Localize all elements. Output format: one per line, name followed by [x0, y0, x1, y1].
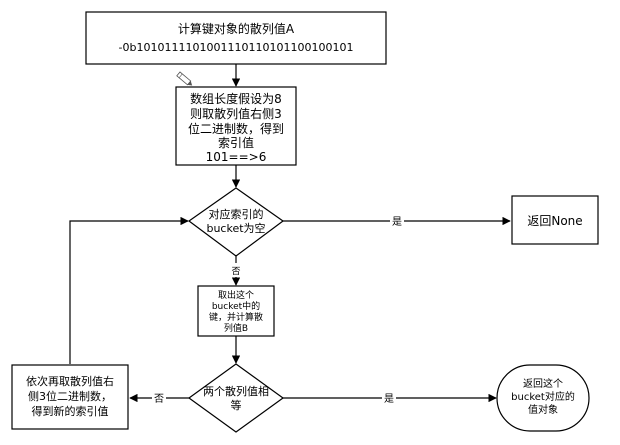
node-compute-hash-line1: 计算键对象的散列值A: [178, 21, 295, 36]
node-compute-hash: [85, 11, 387, 65]
node-get-index-line1: 数组长度假设为8: [190, 91, 282, 106]
node-get-index-line3: 位二进制数，得到: [188, 121, 284, 136]
edge-label-equal-yes: 是: [384, 393, 394, 405]
node-return-none: [511, 195, 599, 245]
node-rehash-line3: 得到新的索引值: [32, 404, 109, 418]
node-rehash-line2: 侧3位二进制数，: [28, 389, 112, 403]
node-get-index: [175, 86, 297, 166]
node-bucket-empty-line2: bucket为空: [206, 221, 265, 235]
node-get-index-line2: 则取散列值右侧3: [190, 106, 282, 121]
node-hash-equal-line1: 两个散列值相: [203, 384, 269, 398]
edge-label-equal-no: 否: [154, 393, 164, 405]
node-fetch-key-line3: 键，并计算散: [209, 311, 263, 323]
node-fetch-key-line2: bucket中的: [212, 300, 260, 312]
node-compute-hash-line2: -0b1010111101001110110101100100101: [119, 41, 354, 54]
node-get-index-line5: 101==>6: [206, 150, 267, 164]
node-fetch-key-line4: 列值B: [224, 322, 248, 334]
pencil-icon: [176, 71, 193, 86]
node-bucket-empty: [187, 187, 285, 257]
node-return-none-line1: 返回None: [527, 214, 582, 228]
node-hash-equal-line2: 等: [231, 398, 242, 412]
node-rehash-line1: 依次再取散列值右: [26, 374, 114, 388]
node-return-value-line1: 返回这个: [523, 377, 563, 390]
node-return-value-line2: bucket对应的: [511, 390, 575, 403]
node-return-value: [496, 364, 590, 432]
node-bucket-empty-line1: 对应索引的: [209, 207, 264, 221]
edge-label-empty-yes: 是: [392, 216, 402, 228]
node-get-index-line4: 索引值: [218, 135, 254, 150]
node-return-value-line3: 值对象: [528, 403, 558, 416]
node-rehash: [11, 364, 129, 430]
node-hash-equal: [187, 363, 285, 433]
edge-rehash-loop: [69, 216, 189, 364]
node-fetch-key-line1: 取出这个: [218, 289, 254, 301]
node-fetch-key: [197, 285, 275, 337]
edge-label-empty-no: 否: [231, 266, 240, 277]
